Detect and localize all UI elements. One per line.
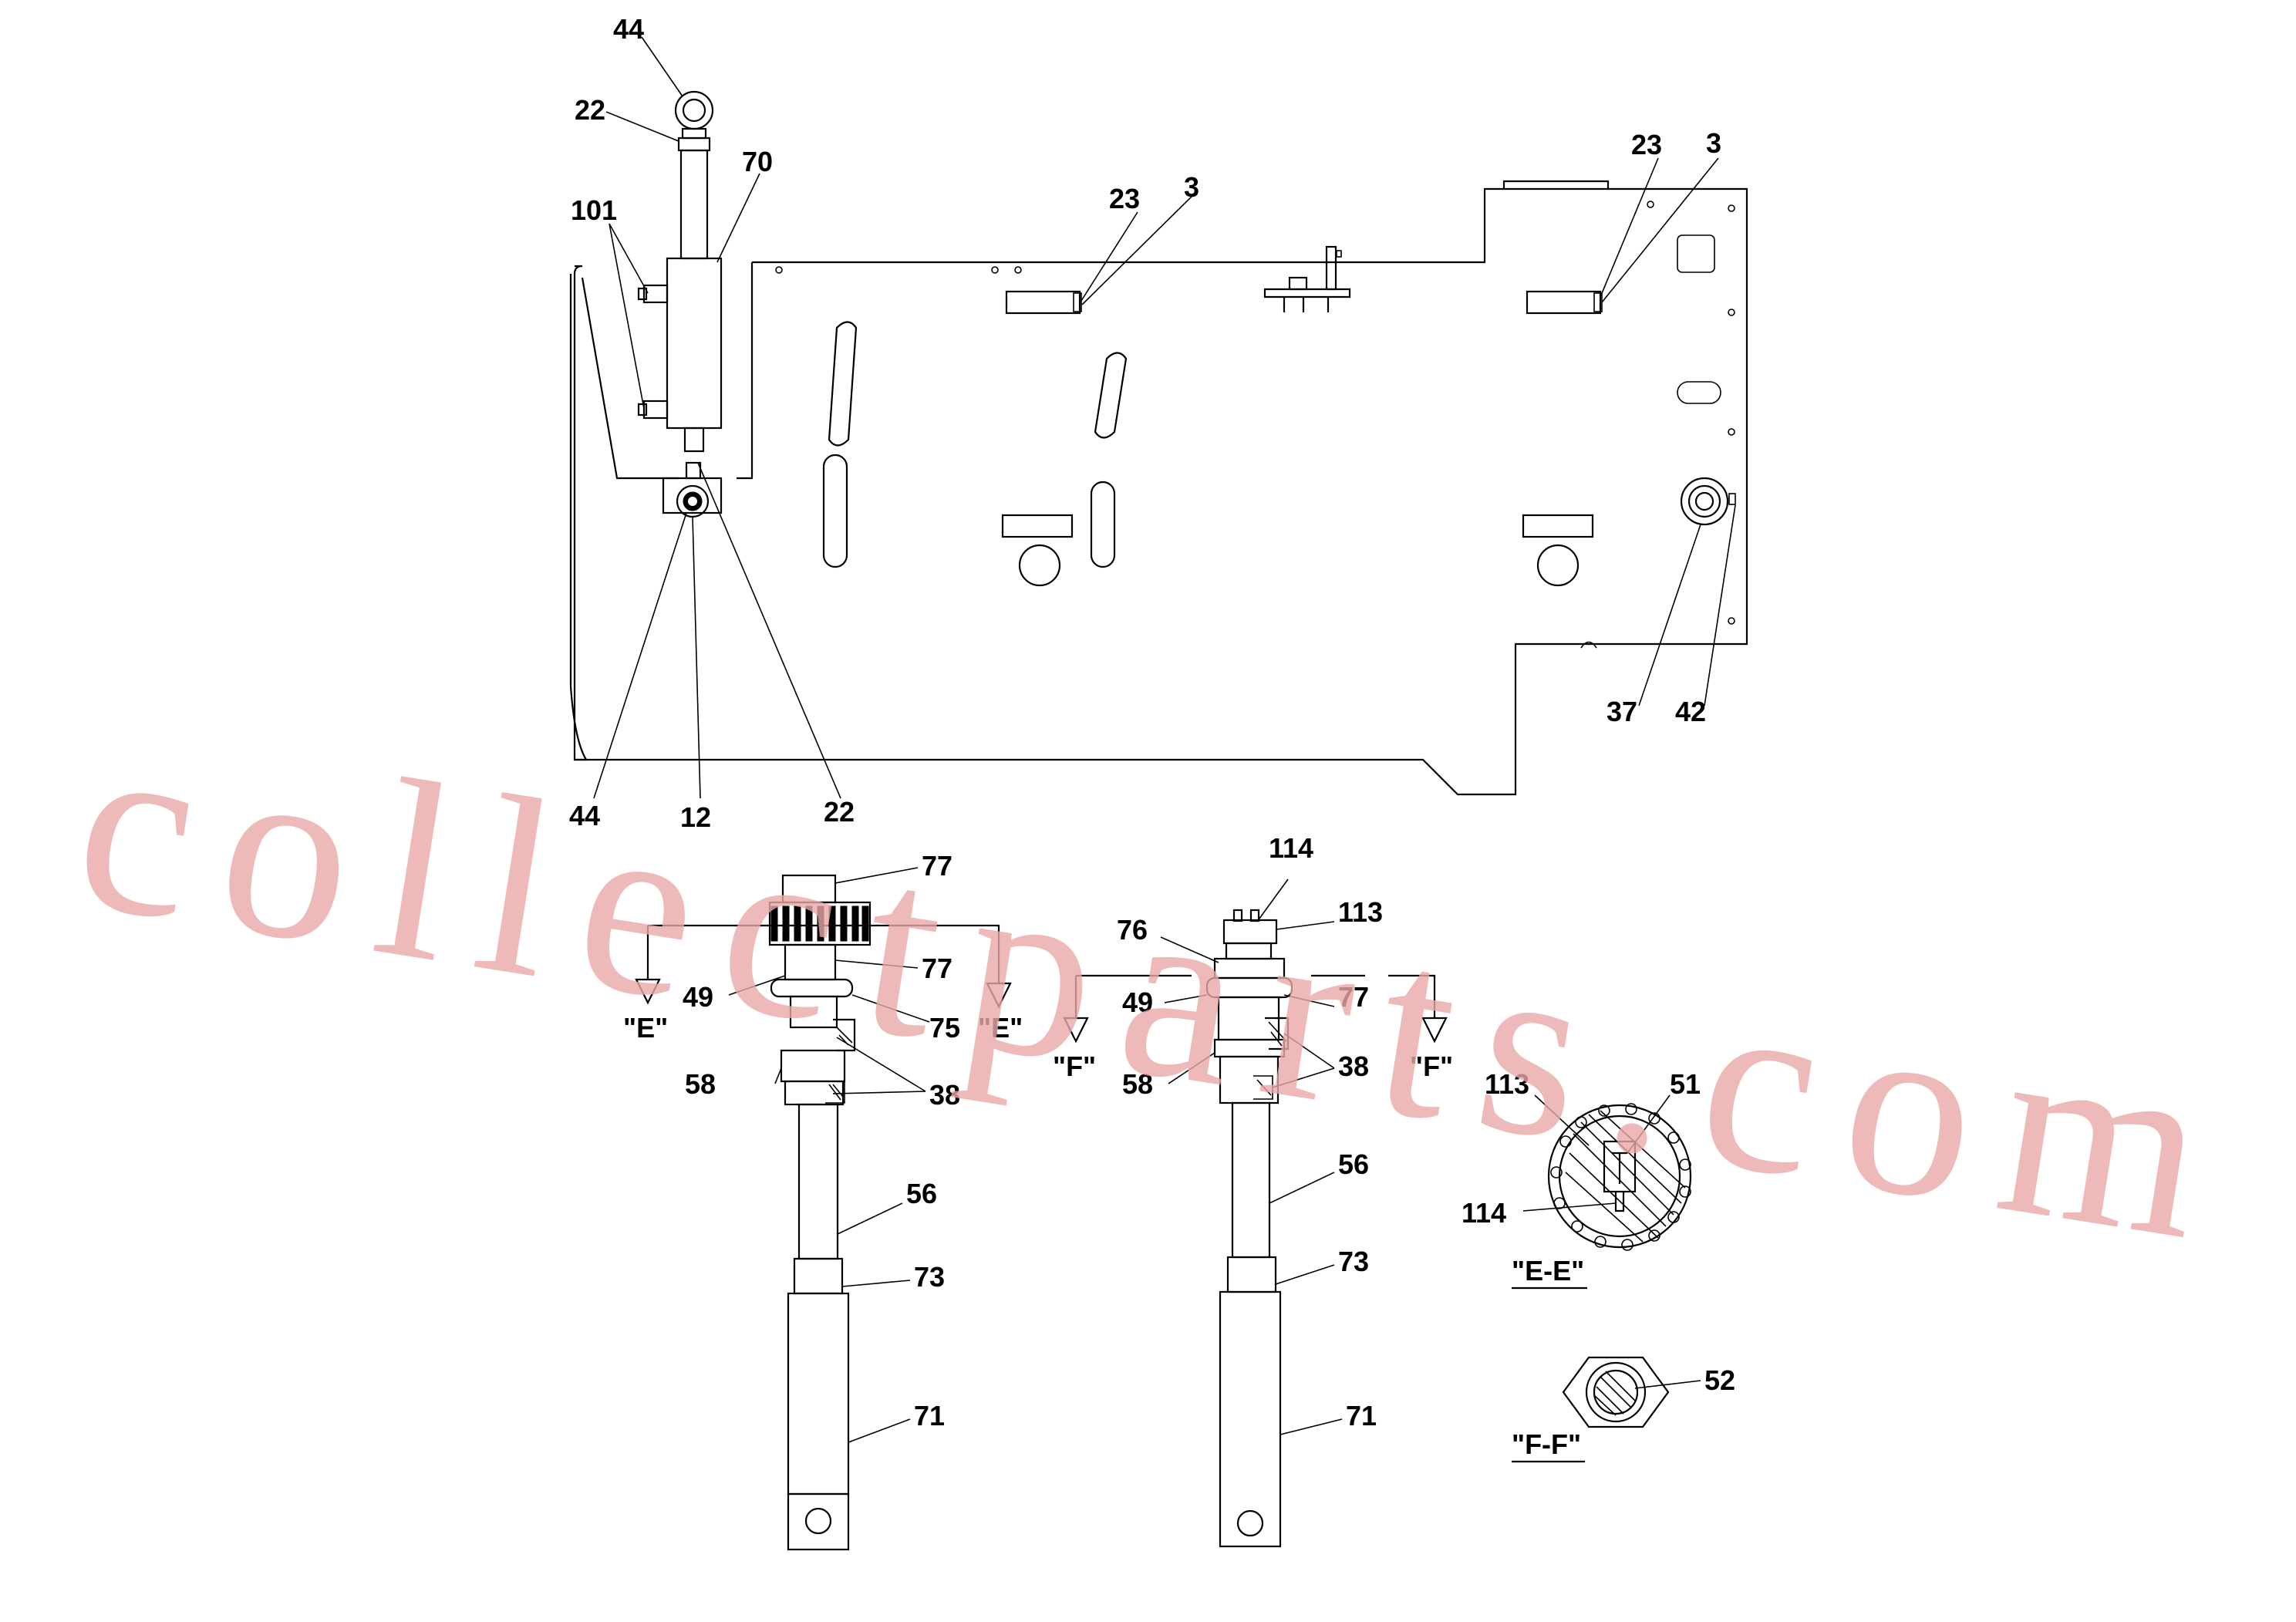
callout-73-left: 73	[914, 1261, 945, 1293]
callout-70: 70	[742, 146, 773, 177]
callout-113-top: 113	[1338, 896, 1383, 928]
section-ee-view	[1547, 1103, 1692, 1251]
callout-73-right: 73	[1338, 1246, 1369, 1277]
section-mark-e-left: "E"	[623, 1012, 668, 1044]
watermark-text: collectparts.com	[61, 679, 2223, 1293]
section-mark-f-left: "F"	[1053, 1050, 1096, 1082]
section-markers: "E" "E" "F" "F" "E-E" "F-F"	[623, 1012, 1584, 1460]
callout-49-left: 49	[683, 981, 713, 1013]
section-title-ee: "E-E"	[1512, 1255, 1584, 1286]
callout-labels: 44 22 70 101 23 3 23 3 37 42 44 12 22 77…	[569, 13, 1735, 1431]
callout-58-right: 58	[1122, 1068, 1153, 1100]
callout-49-right: 49	[1122, 986, 1153, 1018]
callout-77-b: 77	[922, 953, 952, 984]
callout-101: 101	[571, 194, 617, 226]
spline-hatching	[770, 905, 869, 942]
callout-114-section: 114	[1462, 1197, 1506, 1229]
callout-3-left: 3	[1184, 171, 1199, 203]
hydraulic-cylinder	[637, 90, 723, 518]
leader-lines	[593, 36, 1736, 1443]
callout-77-c: 77	[1338, 981, 1369, 1013]
callout-38-left: 38	[929, 1079, 960, 1111]
callout-44-top: 44	[613, 13, 644, 45]
callout-38-right: 38	[1338, 1050, 1369, 1082]
callout-42: 42	[1675, 696, 1706, 727]
callout-12: 12	[680, 801, 711, 833]
callout-37: 37	[1607, 696, 1637, 727]
callout-23-left: 23	[1109, 183, 1140, 214]
section-mark-e-right: "E"	[978, 1012, 1023, 1044]
callout-3-right: 3	[1706, 127, 1721, 159]
callout-22-top: 22	[575, 94, 605, 126]
callout-56-right: 56	[1338, 1148, 1369, 1180]
callout-22-bottom: 22	[824, 796, 855, 828]
callout-52: 52	[1704, 1364, 1735, 1396]
callout-71-left: 71	[914, 1400, 945, 1431]
frame-plate	[569, 180, 1748, 796]
callout-114-top: 114	[1269, 832, 1313, 864]
section-cut-lines	[635, 924, 1448, 1044]
callout-113-section: 113	[1485, 1068, 1529, 1100]
callout-77-a: 77	[922, 850, 952, 882]
callout-71-right: 71	[1346, 1400, 1377, 1431]
callout-51: 51	[1670, 1068, 1701, 1100]
section-mark-f-right: "F"	[1410, 1050, 1453, 1082]
section-ff-view	[1562, 1356, 1670, 1428]
callout-56-left: 56	[906, 1178, 937, 1209]
callout-75: 75	[929, 1012, 960, 1044]
left-shaft-assembly	[768, 874, 872, 1551]
callout-23-right: 23	[1631, 129, 1662, 160]
callout-44-bottom: 44	[569, 800, 600, 831]
right-shaft-assembly	[1205, 909, 1293, 1548]
callout-58-left: 58	[685, 1068, 716, 1100]
section-title-ff: "F-F"	[1512, 1428, 1581, 1460]
callout-76: 76	[1117, 914, 1148, 946]
